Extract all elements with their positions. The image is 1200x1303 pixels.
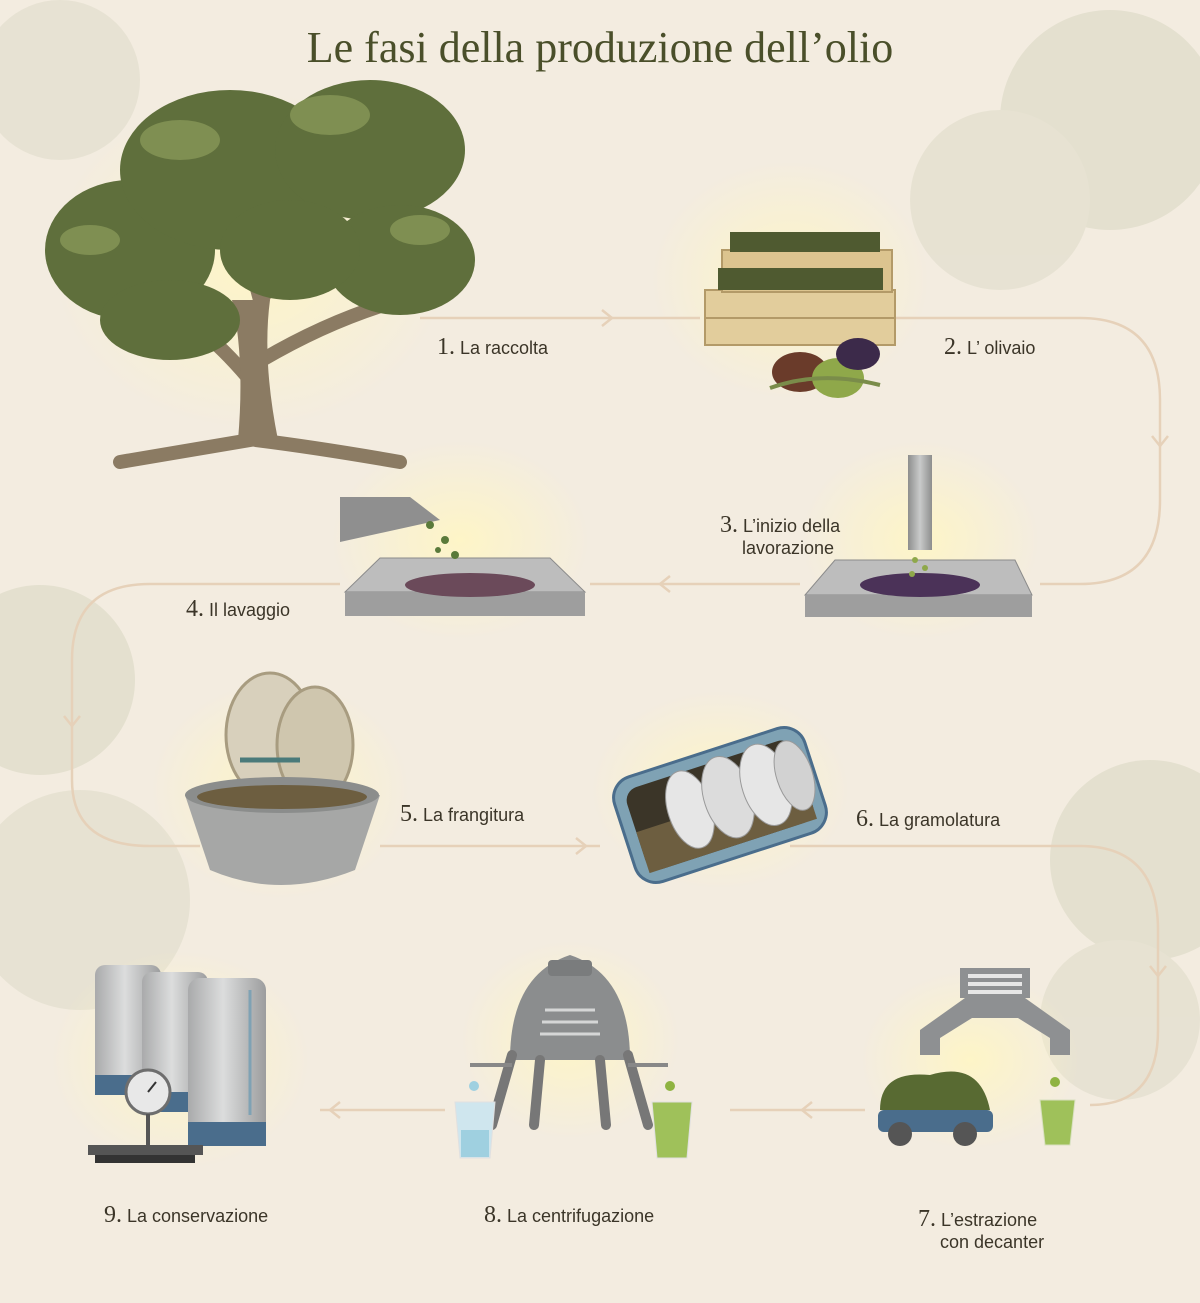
olive-crates-icon <box>704 232 896 398</box>
malaxer-icon <box>612 726 828 884</box>
connector-1-2-arrow <box>601 309 615 327</box>
step-text-line-1: L’inizio della <box>743 516 841 536</box>
step-number: 5. <box>400 801 418 827</box>
olive-tree-icon <box>45 80 475 469</box>
step-number: 9. <box>104 1202 122 1228</box>
step-2-label: 2. L’ olivaio <box>944 334 1036 360</box>
step-text: La frangitura <box>423 805 525 825</box>
step-number: 1. <box>437 334 455 360</box>
connector-6-7 <box>790 844 1160 1107</box>
step-8-label: 8. La centrifugazione <box>484 1202 655 1228</box>
step-text: La raccolta <box>460 338 549 358</box>
connector-7-8-arrow <box>799 1101 813 1119</box>
step-6-label: 6. La gramolatura <box>856 806 1001 832</box>
step-number: 2. <box>944 334 962 360</box>
step-5-label: 5. La frangitura <box>400 801 525 827</box>
step-number: 3. <box>720 512 738 538</box>
process-flow-connectors <box>63 309 1169 1119</box>
connector-3-4-arrow <box>657 575 671 593</box>
connector-2-3-arrow <box>1151 435 1169 449</box>
connector-4-5-arrow <box>63 715 81 729</box>
step-4-label: 4. Il lavaggio <box>186 596 291 622</box>
page-title: Le fasi della produzione dell’olio <box>306 23 894 72</box>
hopper-tray-icon <box>803 455 1033 617</box>
step-number: 7. <box>918 1206 936 1232</box>
centrifuge-icon <box>454 955 693 1159</box>
connector-8-9-arrow <box>327 1101 341 1119</box>
step-text: Il lavaggio <box>209 600 291 620</box>
step-3-label: 3. L’inizio della lavorazione <box>720 512 920 559</box>
step-9-label: 9. La conservazione <box>104 1202 269 1228</box>
step-text: La centrifugazione <box>507 1206 655 1226</box>
decanter-icon <box>878 968 1076 1146</box>
step-text-line-2: lavorazione <box>742 538 835 558</box>
connector-6-7-arrow <box>1149 965 1167 979</box>
step-text-line-1: L’estrazione <box>941 1210 1038 1230</box>
step-1-label: 1. La raccolta <box>437 334 549 360</box>
step-number: 6. <box>856 806 874 832</box>
step-text: L’ olivaio <box>967 338 1036 358</box>
millstone-icon <box>185 671 380 885</box>
connector-5-6-arrow <box>575 837 589 855</box>
washing-tray-icon <box>340 497 587 616</box>
storage-tanks-icon <box>88 965 266 1163</box>
step-text: La conservazione <box>127 1206 269 1226</box>
connector-4-5 <box>70 582 340 848</box>
step-number: 8. <box>484 1202 502 1228</box>
step-text: La gramolatura <box>879 810 1001 830</box>
background-foliage <box>0 0 1200 1100</box>
step-text-line-2: con decanter <box>940 1232 1045 1252</box>
step-7-label: 7. L’estrazione con decanter <box>918 1206 1118 1253</box>
step-number: 4. <box>186 596 204 622</box>
connector-2-3 <box>830 316 1162 586</box>
